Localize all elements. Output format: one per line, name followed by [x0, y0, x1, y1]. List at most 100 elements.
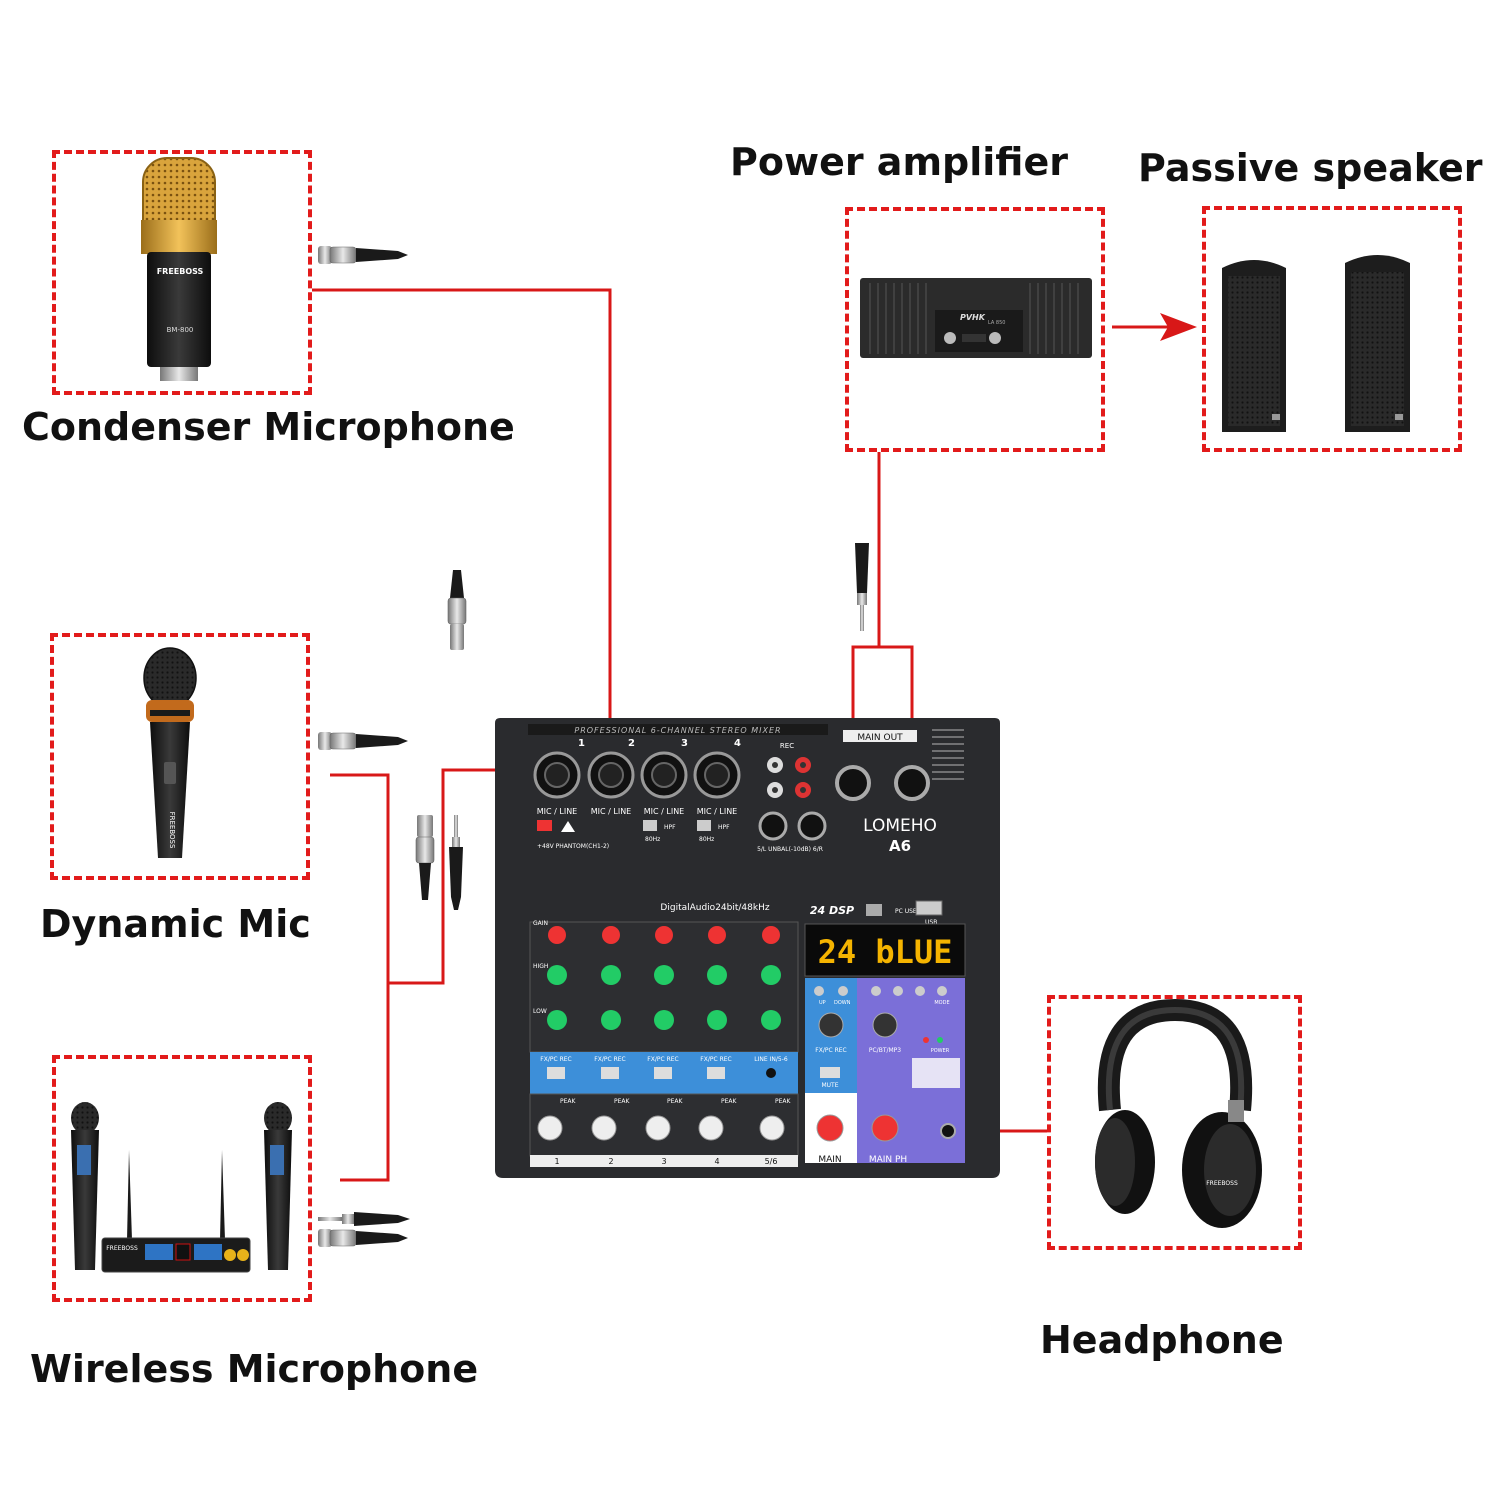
channel-number-3: 3: [661, 1157, 666, 1166]
dynamic-brand: FREEBOSS: [168, 812, 176, 849]
amp-brand: PVHK: [960, 313, 986, 322]
mute-button[interactable]: [820, 1067, 840, 1078]
mic-line-label-2: MIC / LINE: [591, 807, 631, 816]
jack-plug-horizontal-icon: [318, 1212, 410, 1226]
channel-number-1: 1: [554, 1157, 559, 1166]
headphone-jack[interactable]: [940, 1123, 956, 1139]
cable-main-out-split: [851, 645, 914, 775]
amp-model: LA 850: [988, 320, 1005, 326]
xlr-combo-inputs: [533, 751, 741, 799]
xlr-connector-icon: [318, 246, 408, 264]
digital-audio-label: DigitalAudio24bit/48kHz: [660, 903, 769, 913]
arrow-head: [1160, 313, 1197, 341]
channel-number-2: 2: [608, 1157, 613, 1166]
power-amp-label: Power amplifier: [730, 140, 1068, 184]
usb-port[interactable]: [915, 900, 943, 916]
jack-plug-icon: [449, 815, 463, 910]
headphone-label: Headphone: [1040, 1318, 1284, 1362]
channel-number-4: 4: [714, 1157, 719, 1166]
pc-usb-label: PC USB: [895, 908, 917, 915]
high-label: HIGH: [533, 963, 548, 970]
condenser-microphone-icon: FREEBOSS BM-800: [141, 157, 217, 381]
dsp-display-text: 24 bLUE: [818, 933, 953, 971]
main-label: MAIN: [818, 1155, 841, 1165]
fx-rec-label-1: FX/PC REC: [540, 1056, 571, 1063]
pc-bt-label: PC/BT/MP3: [869, 1047, 901, 1054]
condenser-mic-label: Condenser Microphone: [22, 405, 515, 449]
input-number-4: 4: [734, 738, 741, 749]
passive-speaker-right-icon: [1345, 255, 1410, 432]
headphone-brand: FREEBOSS: [1206, 1180, 1238, 1187]
jack-plug-icon: [855, 543, 869, 631]
hpf-button-4[interactable]: [697, 820, 711, 831]
headphone-icon: FREEBOSS: [1095, 998, 1262, 1228]
headphone-box: [1047, 995, 1302, 1250]
fx-rec-label-4: FX/PC REC: [700, 1056, 731, 1063]
cable-condenser-to-mixer: [312, 288, 612, 775]
mic-line-label-4: MIC / LINE: [697, 807, 737, 816]
main-out-label: MAIN OUT: [857, 733, 903, 743]
wireless-brand: FREEBOSS: [106, 1245, 138, 1252]
mixer-brand: LOMEHO: [863, 816, 937, 836]
main-ph-label: MAIN PH: [869, 1155, 907, 1165]
phantom-label: +48V PHANTOM(CH1-2): [537, 843, 609, 850]
input-number-2: 2: [628, 738, 635, 749]
fx-rec-button-4[interactable]: [707, 1067, 725, 1079]
fx-rec-label-2: FX/PC REC: [594, 1056, 625, 1063]
hpf-label-4: HPF: [718, 824, 730, 831]
mode-label: MODE: [934, 1000, 949, 1006]
hz-label-4: 80Hz: [699, 836, 714, 843]
hpf-label-3: HPF: [664, 824, 676, 831]
wireless-microphone-icon: FREEBOSS: [71, 1102, 292, 1273]
dynamic-microphone-icon: FREEBOSS: [143, 647, 197, 858]
gain-label: GAIN: [533, 920, 548, 927]
peak-label-2: PEAK: [614, 1098, 631, 1105]
channel-number-5-6: 5/6: [765, 1157, 778, 1166]
up-label: UP: [819, 1000, 826, 1006]
peak-label-5: PEAK: [775, 1098, 792, 1105]
power-amp-box: [845, 207, 1105, 452]
fx-rec-label-3: FX/PC REC: [647, 1056, 678, 1063]
condenser-model: BM-800: [167, 326, 194, 334]
cable-dynamic-wireless: [330, 773, 390, 1182]
wireless-mic-box: [52, 1055, 312, 1302]
passive-speaker-label: Passive speaker: [1138, 146, 1483, 190]
wireless-mic-label: Wireless Microphone: [30, 1347, 479, 1391]
passive-speaker-box: [1202, 206, 1462, 452]
down-label: DOWN: [834, 1000, 851, 1006]
input-number-1: 1: [578, 738, 585, 749]
dsp-display: [804, 923, 966, 977]
fx-rec-knob-label: FX/PC REC: [815, 1047, 846, 1054]
power-amplifier-icon: PVHK LA 850: [860, 278, 1092, 358]
peak-label-4: PEAK: [721, 1098, 738, 1105]
fx-rec-button-1[interactable]: [547, 1067, 565, 1079]
fx-rec-button-3[interactable]: [654, 1067, 672, 1079]
mic-line-label-1: MIC / LINE: [537, 807, 577, 816]
pc-usb-button[interactable]: [866, 904, 882, 916]
mixer-device: PROFESSIONAL 6-CHANNEL STEREO MIXER 1 2 …: [495, 718, 1000, 1178]
dynamic-mic-label: Dynamic Mic: [40, 902, 311, 946]
level-knobs: [537, 1115, 785, 1141]
rec-label: REC: [780, 742, 794, 750]
low-label: LOW: [533, 1008, 547, 1015]
main-out-right-jack[interactable]: [894, 765, 930, 801]
xlr-vertical-connector-icon: [447, 570, 467, 650]
warning-icon: [561, 821, 575, 832]
main-out-left-jack[interactable]: [835, 765, 871, 801]
line-in-jack[interactable]: [766, 1068, 776, 1078]
peak-label-3: PEAK: [667, 1098, 684, 1105]
xlr-vertical-connector-icon: [415, 815, 435, 900]
fx-rec-button-2[interactable]: [601, 1067, 619, 1079]
phantom-button[interactable]: [537, 820, 552, 831]
line-in-label: LINE IN/5-6: [754, 1056, 788, 1063]
passive-speaker-left-icon: [1222, 260, 1286, 432]
condenser-brand: FREEBOSS: [157, 267, 204, 276]
hpf-button-3[interactable]: [643, 820, 657, 831]
power-label: POWER: [931, 1048, 950, 1054]
condenser-mic-box: [52, 150, 312, 395]
line-unbal-label: 5/L UNBAL(-10dB) 6/R: [757, 846, 823, 853]
channel-knobs: [547, 926, 781, 1030]
dsp-label: 24 DSP: [810, 904, 854, 917]
peak-label-1: PEAK: [560, 1098, 577, 1105]
